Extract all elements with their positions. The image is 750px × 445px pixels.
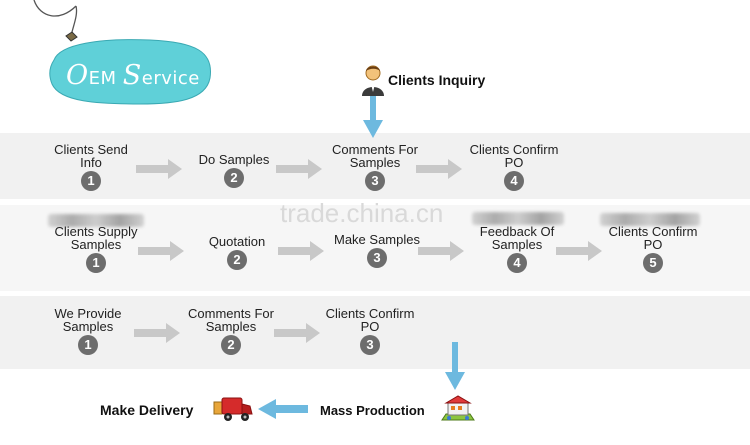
step-number-badge: 1	[81, 171, 101, 191]
step-number-badge: 1	[78, 335, 98, 355]
flow-row-3-band	[0, 296, 750, 369]
right-arrow-icon	[556, 241, 602, 261]
step-number-badge: 3	[365, 171, 385, 191]
right-arrow-icon	[276, 159, 322, 179]
blurred-text	[48, 214, 144, 227]
right-arrow-icon	[278, 241, 324, 261]
step-number-badge: 2	[224, 168, 244, 188]
down-arrow-icon	[363, 96, 383, 138]
right-arrow-icon	[136, 159, 182, 179]
left-arrow-icon	[258, 399, 308, 419]
delivery-truck-icon	[213, 397, 253, 421]
make-delivery-label: Make Delivery	[100, 402, 194, 418]
right-arrow-icon	[274, 323, 320, 343]
down-arrow-icon	[445, 342, 465, 390]
oem-service-logo	[33, 0, 212, 105]
step-number-badge: 5	[643, 253, 663, 273]
step-number-badge: 3	[360, 335, 380, 355]
logo-title: OEM Service	[66, 60, 200, 91]
blurred-text	[600, 213, 700, 226]
right-arrow-icon	[416, 159, 462, 179]
mass-production-label: Mass Production	[320, 403, 425, 418]
clients-inquiry-label: Clients Inquiry	[388, 72, 486, 88]
step-number-badge: 2	[227, 250, 247, 270]
right-arrow-icon	[418, 241, 464, 261]
step-number-badge: 1	[86, 253, 106, 273]
step-number-badge: 4	[504, 171, 524, 191]
factory-icon	[441, 395, 475, 421]
watermark: trade.china.cn	[280, 198, 444, 228]
step-number-badge: 3	[367, 248, 387, 268]
person-icon	[362, 65, 384, 96]
right-arrow-icon	[134, 323, 180, 343]
right-arrow-icon	[138, 241, 184, 261]
blurred-text	[472, 212, 564, 225]
step-number-badge: 4	[507, 253, 527, 273]
step-number-badge: 2	[221, 335, 241, 355]
